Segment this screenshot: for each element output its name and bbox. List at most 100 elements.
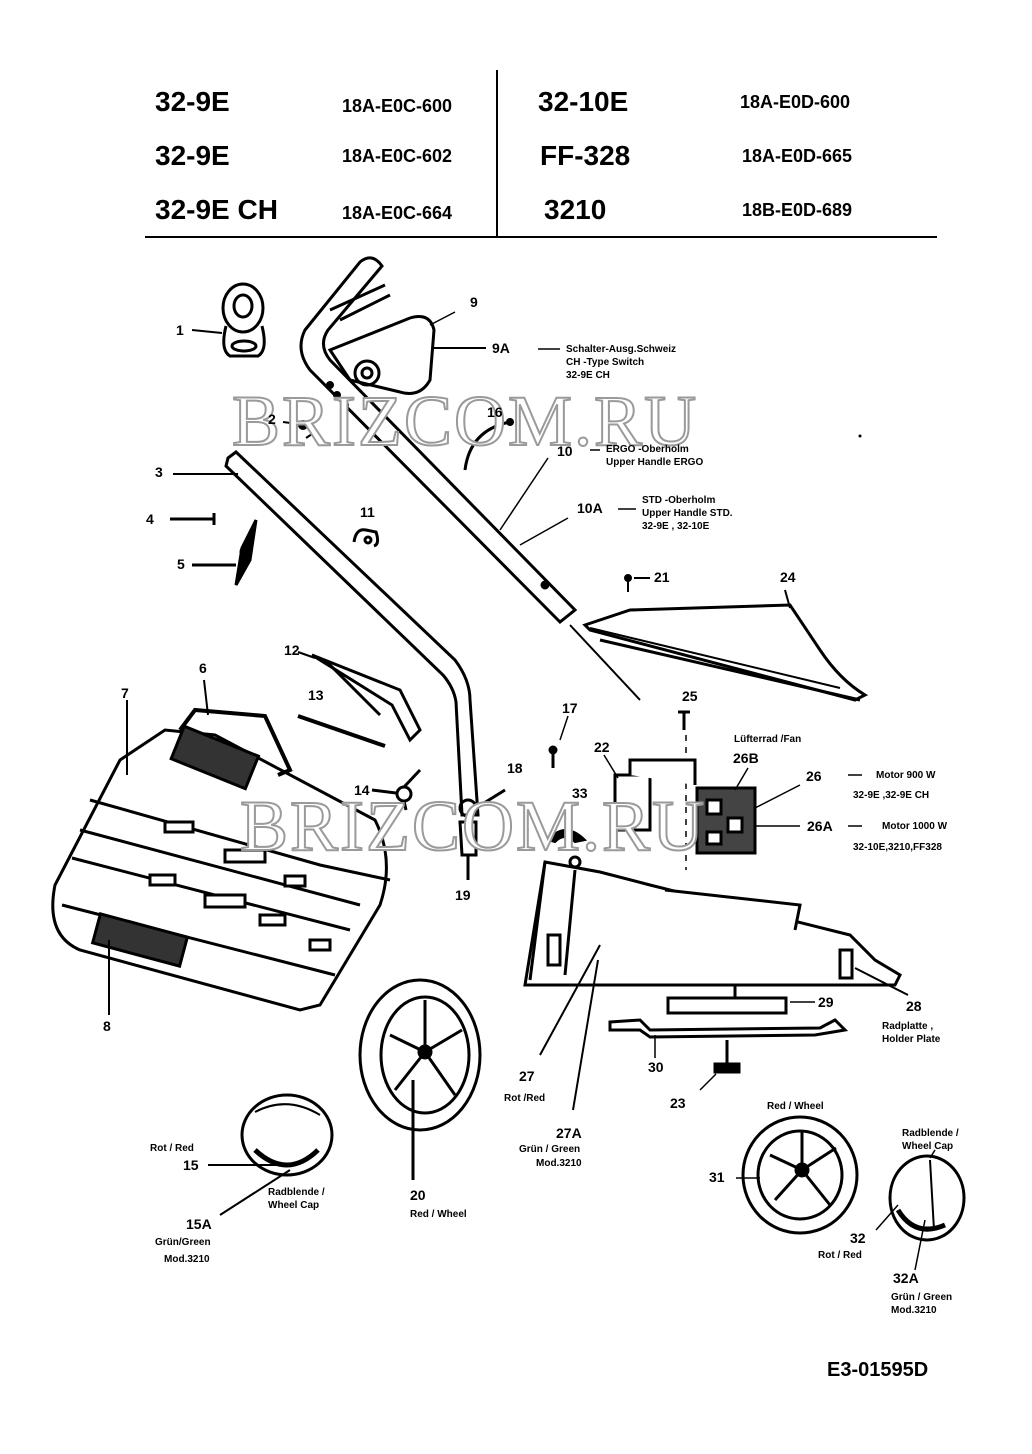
part-label-2: 2 [268, 411, 276, 427]
screw-part-2 [282, 381, 349, 439]
upper-handle [299, 256, 578, 625]
part-label-27A: 27A [556, 1125, 582, 1141]
screw-part-17 [548, 715, 569, 768]
part-label-7: 7 [121, 685, 129, 701]
note-27A: Grün / Green [519, 1144, 581, 1155]
blade-part-30 [608, 1018, 849, 1058]
part-label-20: 20 [410, 1187, 426, 1203]
part-label-9A: 9A [492, 340, 510, 356]
wheel-cap-part-32 [875, 1149, 966, 1271]
part-label-19: 19 [455, 887, 471, 903]
motor-part-26 [695, 767, 862, 855]
spring-part-14 [371, 768, 422, 811]
wheel-part-31 [736, 1115, 859, 1235]
part-label-3: 3 [155, 464, 163, 480]
grass-bag-part-7-8 [51, 724, 391, 1012]
knob-part-1 [221, 282, 266, 358]
part-label-24: 24 [780, 569, 796, 585]
clip-part-11 [352, 528, 380, 548]
note-15-cap: Radblende /Wheel Cap [268, 1187, 325, 1211]
note-26A-models: 32-10E,3210,FF328 [853, 842, 942, 853]
bag-handle-part-6 [178, 707, 293, 777]
note-32: Rot / Red [818, 1250, 862, 1261]
wheel-part-20 [358, 978, 482, 1180]
wheel-cap-part-15 [208, 1093, 334, 1216]
part-label-17: 17 [562, 700, 578, 716]
model-code: 18B-E0D-689 [742, 200, 853, 220]
part-label-5: 5 [177, 556, 185, 572]
document-id: E3-01595D [827, 1359, 929, 1381]
note-28: Radplatte ,Holder Plate [882, 1021, 941, 1045]
part-label-26A: 26A [807, 818, 833, 834]
model-name: 3210 [544, 194, 607, 225]
part-label-6: 6 [199, 660, 207, 676]
part-label-12: 12 [284, 642, 300, 658]
housing-part-27 [523, 855, 902, 987]
part-label-26: 26 [806, 768, 822, 784]
model-code: 18A-E0C-664 [342, 203, 453, 223]
bolt-part-4 [170, 513, 216, 525]
part-label-33: 33 [572, 785, 588, 801]
model-code: 18A-E0C-602 [342, 146, 453, 166]
note-26: Motor 900 W [876, 770, 936, 781]
bracket-part-12 [311, 653, 422, 743]
part-label-11: 11 [360, 504, 375, 520]
note-31: Red / Wheel [767, 1101, 824, 1112]
part-label-28: 28 [906, 998, 922, 1014]
note-26B: Lüfterrad /Fan [734, 734, 802, 745]
cable-hook-part-18-19 [458, 788, 506, 880]
part-label-26B: 26B [733, 750, 759, 766]
part-label-23: 23 [670, 1095, 686, 1111]
screw-part-21 [624, 574, 650, 592]
part-label-8: 8 [103, 1018, 111, 1034]
watermark: BRIZCOM.RU [231, 380, 699, 462]
fan-part-29 [666, 985, 815, 1015]
wingnut-part-5 [192, 519, 258, 586]
model-code: 18A-E0C-600 [342, 96, 453, 116]
part-label-15A: 15A [186, 1216, 212, 1232]
cable-part-16 [463, 420, 511, 471]
note-26-models: 32-9E ,32-9E CH [853, 790, 930, 801]
part-label-15: 15 [183, 1157, 199, 1173]
part-label-4: 4 [146, 511, 154, 527]
part-label-27: 27 [519, 1068, 535, 1084]
part-label-22: 22 [594, 739, 610, 755]
note-15A-mod: Mod.3210 [164, 1254, 210, 1265]
part-label-18: 18 [507, 760, 523, 776]
part-label-9: 9 [470, 294, 478, 310]
part-label-25: 25 [682, 688, 698, 704]
model-code: 18A-E0D-600 [740, 92, 851, 112]
part-label-1: 1 [176, 322, 184, 338]
part-label-16: 16 [487, 404, 503, 420]
part-label-10: 10 [557, 443, 573, 459]
part-label-10A: 10A [577, 500, 603, 516]
rod-part-13 [297, 714, 386, 748]
watermark: BRIZCOM.RU [239, 785, 707, 867]
deflector-part-24 [582, 603, 869, 702]
model-name: FF-328 [540, 140, 631, 171]
part-label-13: 13 [308, 687, 324, 703]
part-label-31: 31 [709, 1169, 725, 1185]
note-15: Rot / Red [150, 1143, 194, 1154]
capacitor-part-22 [603, 754, 697, 832]
model-name: 32-10E [538, 86, 629, 117]
model-code: 18A-E0D-665 [742, 146, 853, 166]
note-15A: Grün/Green [155, 1237, 211, 1248]
note-32-cap: Radblende /Wheel Cap [902, 1128, 959, 1152]
note-26A: Motor 1000 W [882, 821, 948, 832]
note-27: Rot /Red [504, 1093, 546, 1104]
model-name: 32-9E [155, 86, 230, 117]
clip-part-33 [546, 829, 588, 844]
part-label-21: 21 [654, 569, 670, 585]
model-name: 32-9E CH [155, 194, 278, 225]
bolt-part-23 [699, 1040, 741, 1091]
part-label-14: 14 [354, 782, 370, 798]
part-label-32: 32 [850, 1230, 866, 1246]
model-name: 32-9E [155, 140, 230, 171]
screw-part-25 [678, 710, 690, 870]
note-27A-mod: Mod.3210 [536, 1158, 582, 1169]
